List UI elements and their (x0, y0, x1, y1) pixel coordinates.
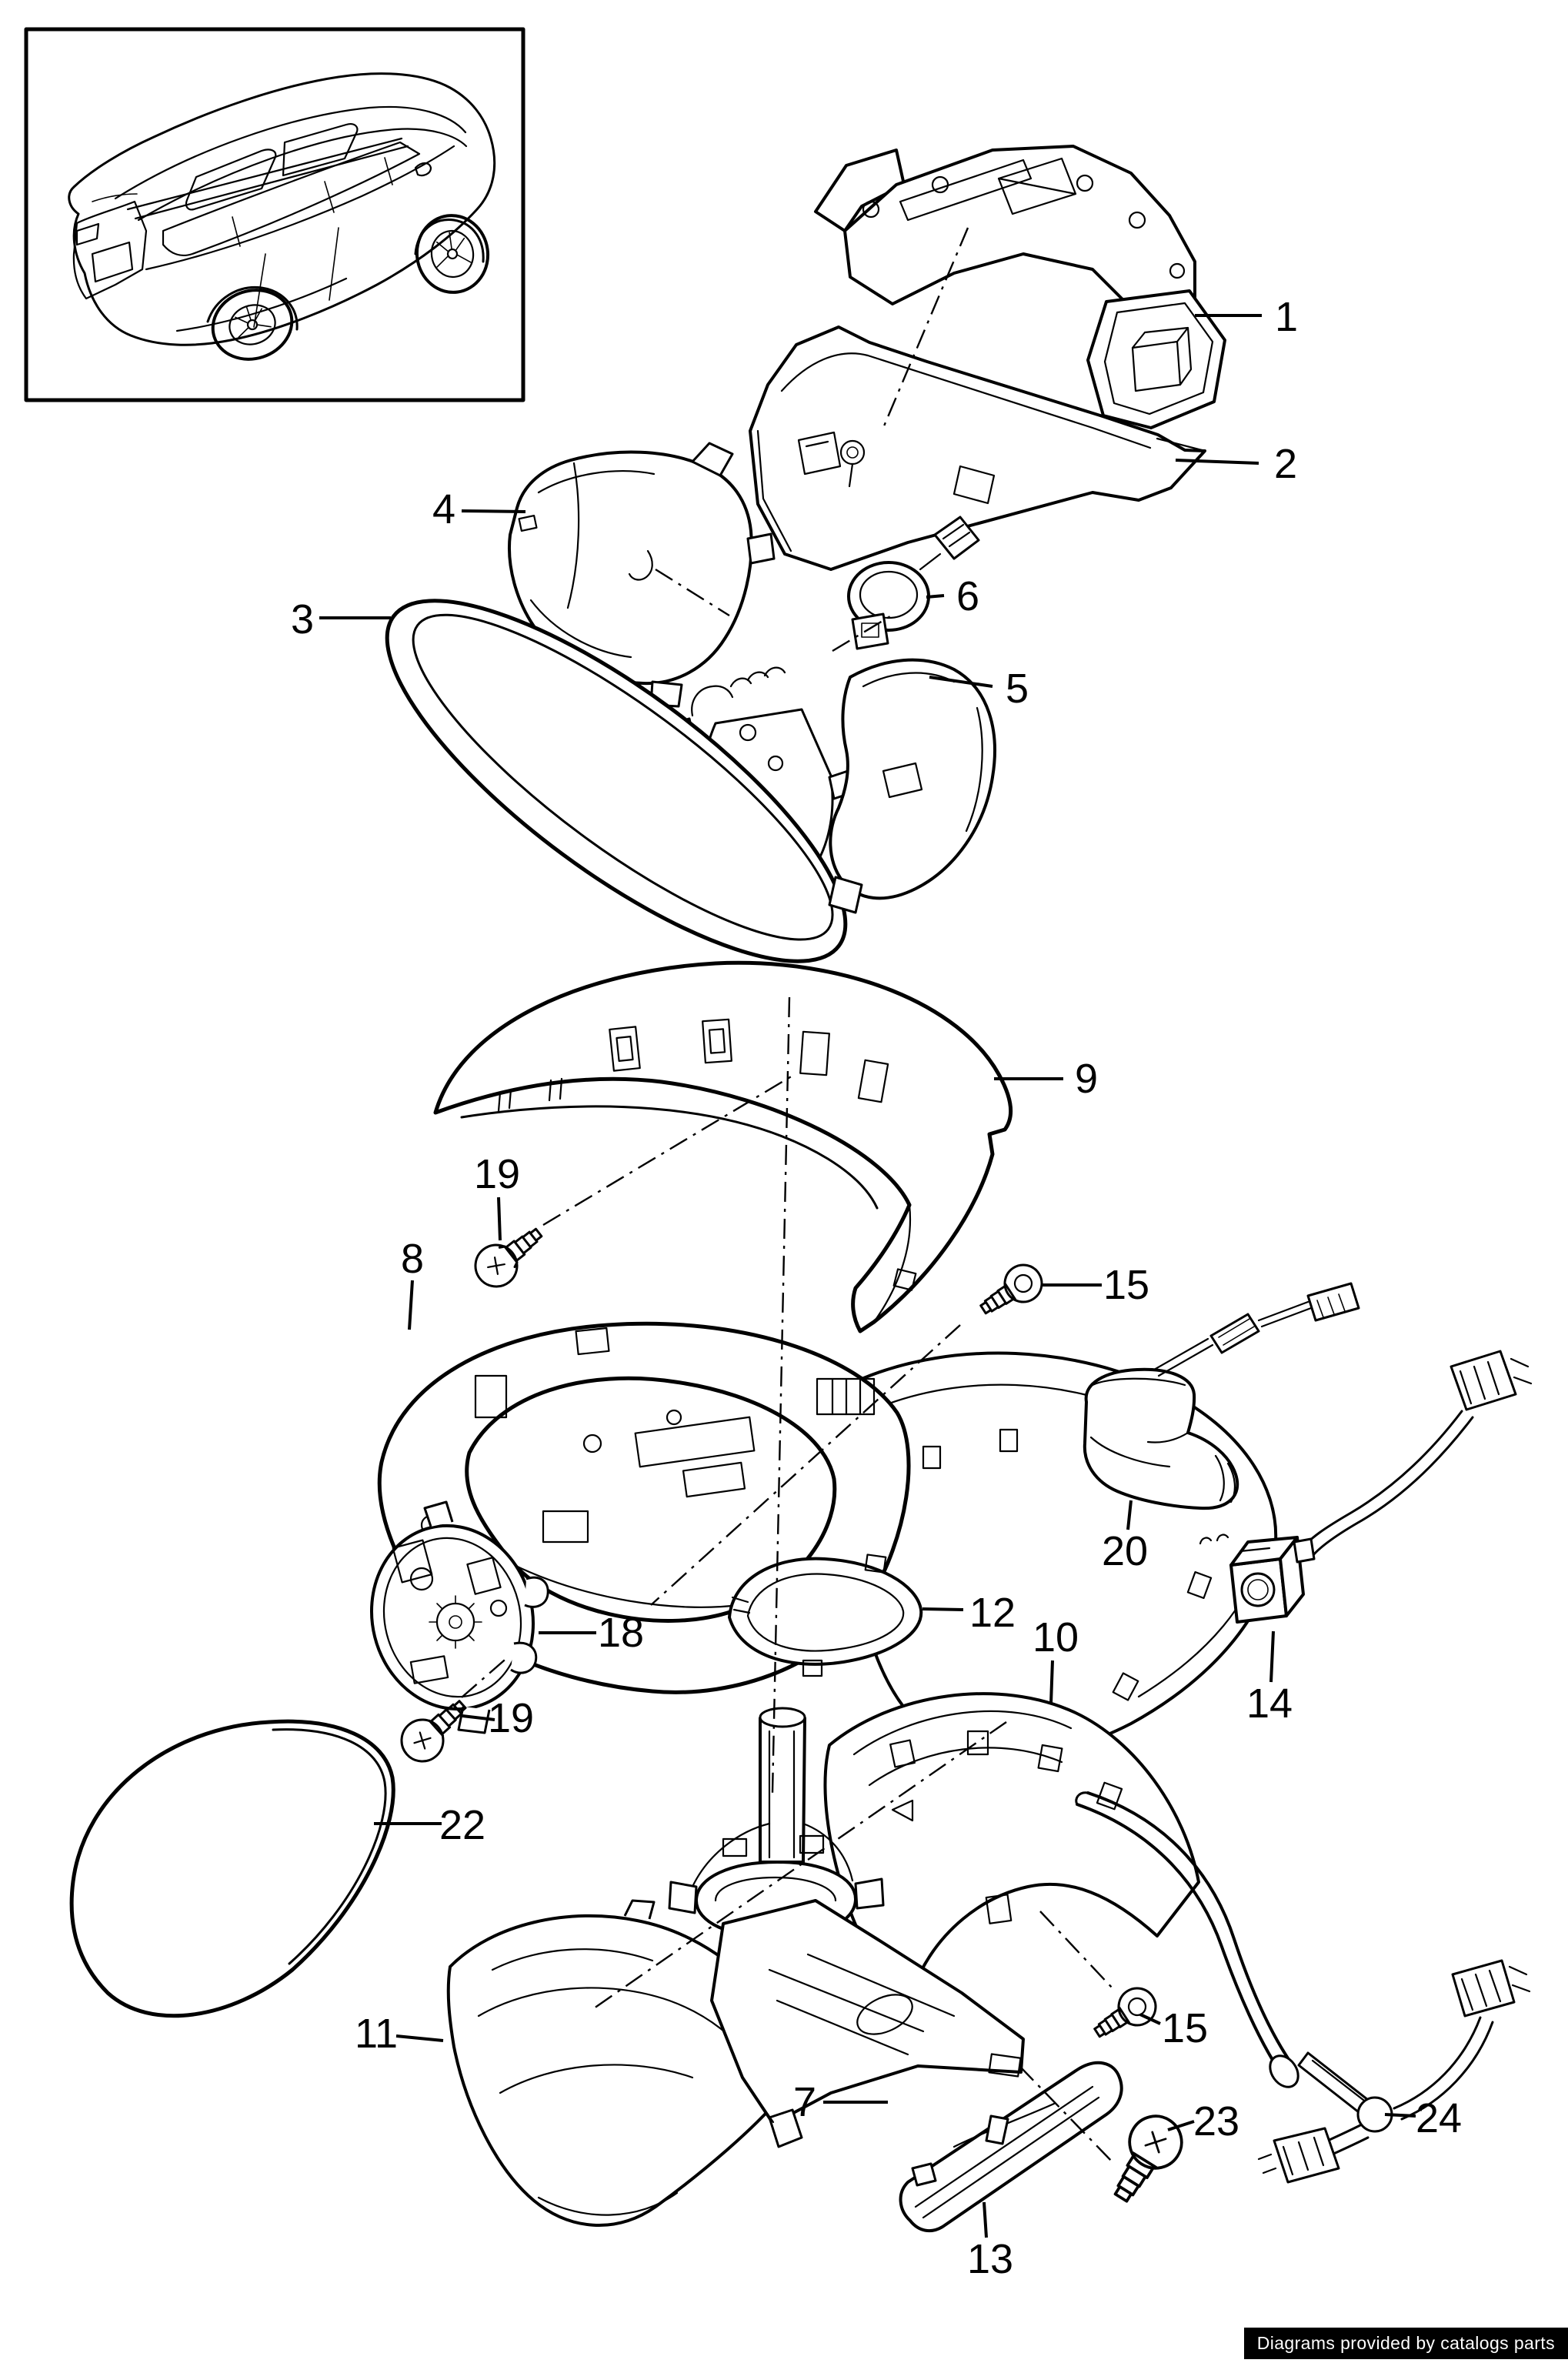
part-mount-cover-lower (828, 658, 996, 914)
screw-15-upper-icon (979, 1263, 1043, 1315)
part-mirror-glass (69, 1719, 395, 2018)
callout-number: 9 (1075, 1056, 1098, 1102)
callout-number: 4 (432, 486, 455, 532)
callout-mount-cover-lower: 5 (929, 666, 1029, 712)
part-turn-signal-lens (899, 2061, 1123, 2233)
callout-leader-line (497, 1197, 502, 1241)
callout-overhead-tray: 2 (1175, 441, 1297, 487)
assembly-axis-lines (461, 227, 1115, 2164)
callout-base-cover: 11 (355, 2011, 444, 2057)
callout-mount-cover-upper: 4 (432, 486, 526, 532)
callout-leader-line (462, 1714, 495, 1721)
callout-number: 3 (291, 596, 314, 642)
callout-leader-line (1126, 1500, 1133, 1530)
vehicle-inset-border (24, 27, 525, 402)
callout-wiring-harness: 24 (1384, 2095, 1462, 2141)
callout-number: 15 (1162, 2005, 1208, 2051)
screw-23-icon (1113, 2114, 1183, 2203)
screw-15-lower-icon (1093, 1987, 1157, 2038)
callout-leader-line (395, 2034, 444, 2042)
callout-leader-line (1139, 2013, 1161, 2025)
callout-number: 11 (355, 2011, 398, 2057)
callout-screw-lens: 23 (1167, 2098, 1239, 2144)
part-housing-shell (853, 1351, 1278, 1760)
callout-number: 10 (1033, 1614, 1079, 1660)
part-interior-mirror (385, 599, 848, 963)
callout-leader-line (1049, 1660, 1054, 1704)
suv-line-art-icon (68, 72, 496, 361)
callout-leader-line (926, 594, 945, 599)
callout-screw-cover: 19 (474, 1151, 520, 1241)
callout-screw-upper: 15 (1042, 1262, 1149, 1308)
part-adjust-motor (369, 1500, 549, 1734)
callout-leader-line (922, 1607, 964, 1611)
callout-leader-line (461, 509, 526, 513)
callout-leader-line (1269, 1630, 1275, 1683)
part-base-cover (446, 1899, 793, 2227)
part-wiring-harness (1075, 1791, 1531, 2184)
part-overhead-tray (749, 325, 1206, 571)
callout-leader-line (929, 676, 993, 688)
callout-leader-line (1175, 459, 1259, 465)
callout-screw-lower: 15 (1139, 2005, 1208, 2051)
callout-number: 2 (1274, 441, 1297, 487)
callout-gasket-ring: 12 (922, 1590, 1016, 1636)
part-lower-housing-cover (823, 1692, 1200, 1974)
callout-leader-line (983, 2201, 988, 2238)
callout-cable-grommet-elbow: 20 (1102, 1500, 1148, 1574)
footer-badge: Diagrams provided by catalogs parts (1243, 2328, 1568, 2359)
callout-leader-line (408, 1280, 414, 1330)
callout-number: 19 (474, 1151, 520, 1197)
screw-19-lower-icon (400, 1700, 467, 1763)
callout-upper-housing-cover: 9 (994, 1056, 1098, 1102)
callout-leader-line (1167, 2120, 1195, 2131)
callout-lower-housing-cover: 10 (1033, 1614, 1079, 1704)
callout-roof-bracket: 1 (1195, 294, 1298, 340)
callout-housing-frame: 8 (401, 1236, 424, 1330)
callout-number: 24 (1416, 2095, 1462, 2141)
callout-number: 22 (439, 1802, 485, 1848)
callout-mirror-base-arm: 7 (793, 2079, 888, 2125)
callout-number: 14 (1246, 1680, 1293, 1727)
callout-number: 19 (488, 1695, 534, 1741)
callout-number: 18 (598, 1610, 644, 1656)
callout-camera-with-cable: 14 (1246, 1630, 1293, 1727)
callout-number: 13 (967, 2236, 1013, 2282)
callout-screw-motor: 19 (462, 1695, 534, 1741)
callout-number: 7 (793, 2079, 816, 2125)
screw-19-upper-icon (474, 1227, 543, 1288)
vehicle-inset (24, 27, 525, 402)
callout-number: 20 (1102, 1528, 1148, 1574)
callout-interior-mirror: 3 (291, 596, 391, 642)
callout-rain-sensor: 6 (926, 573, 979, 619)
callout-mirror-glass: 22 (374, 1802, 485, 1848)
callout-number: 23 (1193, 2098, 1239, 2144)
part-roof-bracket (814, 145, 1226, 429)
callout-number: 12 (969, 1590, 1016, 1636)
callout-number: 1 (1275, 294, 1298, 340)
part-mirror-base-arm (668, 1707, 1025, 2148)
callout-number: 15 (1103, 1262, 1149, 1308)
callout-number: 8 (401, 1236, 424, 1282)
part-cable-grommet-elbow (1083, 1282, 1360, 1510)
callout-turn-signal-lens: 13 (967, 2201, 1013, 2282)
callout-number: 6 (956, 573, 979, 619)
callout-leader-line (1384, 2113, 1416, 2118)
callout-adjust-motor: 18 (539, 1610, 644, 1656)
callout-number: 5 (1006, 666, 1029, 712)
part-camera-with-cable (1229, 1350, 1533, 1624)
part-upper-housing-cover (433, 960, 1013, 1333)
